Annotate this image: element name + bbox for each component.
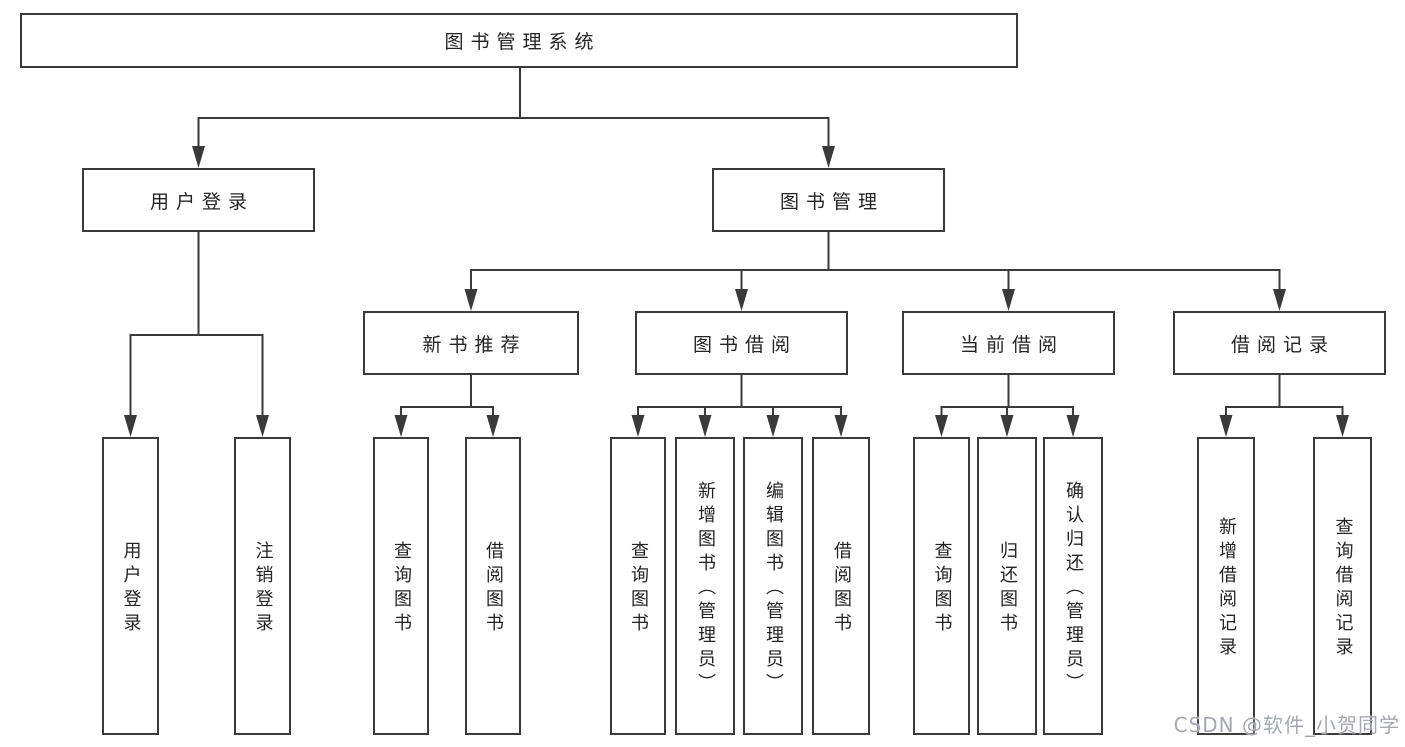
arrowhead-icon: [1066, 415, 1080, 437]
connector-user-login-children: [129, 334, 264, 420]
node-label: 用户登录: [120, 541, 142, 637]
node-label: 新书推荐: [422, 333, 527, 356]
arrowhead-icon: [1002, 289, 1015, 311]
arrowhead-icon: [394, 415, 408, 437]
node-label: 查询借阅记录: [1332, 517, 1354, 661]
arrowhead-icon: [486, 415, 500, 437]
arrowhead-icon: [834, 415, 848, 437]
node-logout-action: 注销登录: [234, 437, 291, 735]
node-return-books: 归还图书: [977, 437, 1037, 735]
csdn-watermark: CSDN @软件_小贺同学: [1173, 713, 1400, 737]
node-label: 查询图书: [391, 541, 412, 637]
node-borrow-books-borrowing: 借阅图书: [812, 437, 870, 735]
node-label: 注销登录: [252, 541, 274, 637]
node-label: 借阅记录: [1230, 333, 1335, 356]
arrowhead-icon: [124, 415, 137, 437]
node-book-borrowing: 图书借阅: [635, 311, 848, 375]
node-add-books-admin: 新增图书（管理员）: [675, 437, 735, 735]
node-user-login-action: 用户登录: [102, 437, 159, 735]
connector-borrowing-children: [637, 406, 842, 420]
node-book-management: 图书管理: [712, 168, 945, 232]
node-label: 新增图书（管理员）: [695, 481, 716, 697]
node-label: 借阅图书: [831, 541, 852, 637]
arrowhead-icon: [631, 415, 645, 437]
connector-recommend-children: [400, 406, 494, 420]
node-label: 查询图书: [931, 541, 953, 637]
node-label: 归还图书: [997, 541, 1018, 637]
connector-level2: [197, 117, 830, 150]
arrowhead-icon: [464, 289, 478, 311]
node-current-borrowing: 当前借阅: [902, 311, 1115, 375]
node-library-management-system: 图书管理系统: [20, 13, 1018, 68]
arrowhead-icon: [935, 415, 948, 437]
node-label: 确认归还（管理员）: [1063, 481, 1084, 697]
arrowhead-icon: [1000, 415, 1014, 437]
node-confirm-return-admin: 确认归还（管理员）: [1043, 437, 1103, 735]
node-label: 新增借阅记录: [1216, 517, 1237, 661]
arrowhead-icon: [256, 415, 269, 437]
node-label: 图书借阅: [692, 333, 797, 356]
connector-level3: [470, 269, 1281, 295]
connector-records-children: [1225, 406, 1344, 420]
node-label: 当前借阅: [959, 333, 1064, 356]
node-query-borrowing-record: 查询借阅记录: [1313, 437, 1372, 735]
node-new-book-recommend: 新书推荐: [363, 311, 579, 375]
node-label: 借阅图书: [483, 541, 504, 637]
arrowhead-icon: [1273, 289, 1286, 311]
arrowhead-icon: [1219, 415, 1233, 437]
node-label: 图书管理系统: [444, 31, 601, 53]
node-borrow-books-recommend: 借阅图书: [465, 437, 521, 735]
node-edit-books-admin: 编辑图书（管理员）: [743, 437, 803, 735]
node-borrowing-records: 借阅记录: [1173, 311, 1386, 375]
arrowhead-icon: [822, 146, 835, 168]
node-user-login: 用户登录: [82, 168, 315, 232]
node-add-borrowing-record: 新增借阅记录: [1197, 437, 1255, 735]
arrowhead-icon: [766, 415, 780, 437]
node-query-books-current: 查询图书: [913, 437, 970, 735]
arrowhead-icon: [192, 146, 205, 168]
arrowhead-icon: [698, 415, 712, 437]
arrowhead-icon: [1336, 415, 1349, 437]
node-label: 用户登录: [149, 190, 254, 213]
node-label: 图书管理: [779, 190, 884, 213]
node-query-books-recommend: 查询图书: [373, 437, 429, 735]
arrowhead-icon: [735, 289, 748, 311]
node-query-books-borrowing: 查询图书: [610, 437, 666, 735]
node-label: 查询图书: [628, 541, 649, 637]
node-label: 编辑图书（管理员）: [763, 481, 784, 697]
